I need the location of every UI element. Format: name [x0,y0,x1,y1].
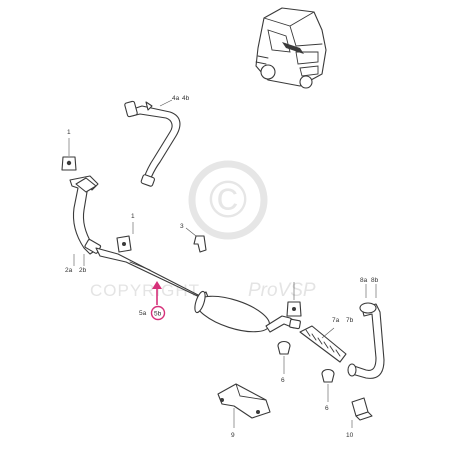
bracket-part-9: 9 [217,383,271,439]
rubber-hanger-part-1-right [286,282,302,317]
bracket-part-3: 3 [180,223,207,253]
label-4a: 4a [172,95,180,102]
copyright-watermark: © COPYRIGHT ProVSP [90,160,316,301]
label-2b: 2b [79,267,87,274]
label-1-top: 1 [67,129,71,136]
label-4b: 4b [182,95,190,102]
label-1-mid: 1 [131,213,135,220]
watermark-symbol: © [209,171,247,229]
label-5a: 5a [139,310,147,317]
tailpipe-part-4: 4a 4b [124,95,190,187]
label-7b: 7b [346,317,354,324]
bracket-part-10: 10 [346,397,373,439]
rubber-hanger-part-1-mid: 1 [116,213,135,253]
label-5b: 5b [154,311,162,318]
intermediate-pipe-muffler-part-5: 5a 5b [95,247,301,333]
label-7a: 7a [332,317,340,324]
highlight-arrowhead [152,281,162,289]
flex-pipe-part-7: 7a 7b [299,317,354,363]
car-illustration [255,7,327,89]
rear-pipe-part-8: 8a 8b [347,277,385,379]
watermark-brand: ProVSP [248,280,316,301]
front-pipe-part-2: 2a 2b [65,175,102,274]
label-2a: 2a [65,267,73,274]
label-8b: 8b [371,277,379,284]
rubber-hanger-part-1-top: 1 [61,129,77,171]
label-6-left: 6 [281,377,285,384]
clamp-part-6-right: 6 [321,368,335,412]
clamp-part-6-left: 6 [277,340,291,384]
label-6-right: 6 [325,405,329,412]
label-10: 10 [346,432,354,439]
highlight-circle [150,305,166,321]
label-9: 9 [231,432,235,439]
watermark-text: COPYRIGHT [90,281,200,300]
label-3: 3 [180,223,184,230]
label-8a: 8a [360,277,368,284]
